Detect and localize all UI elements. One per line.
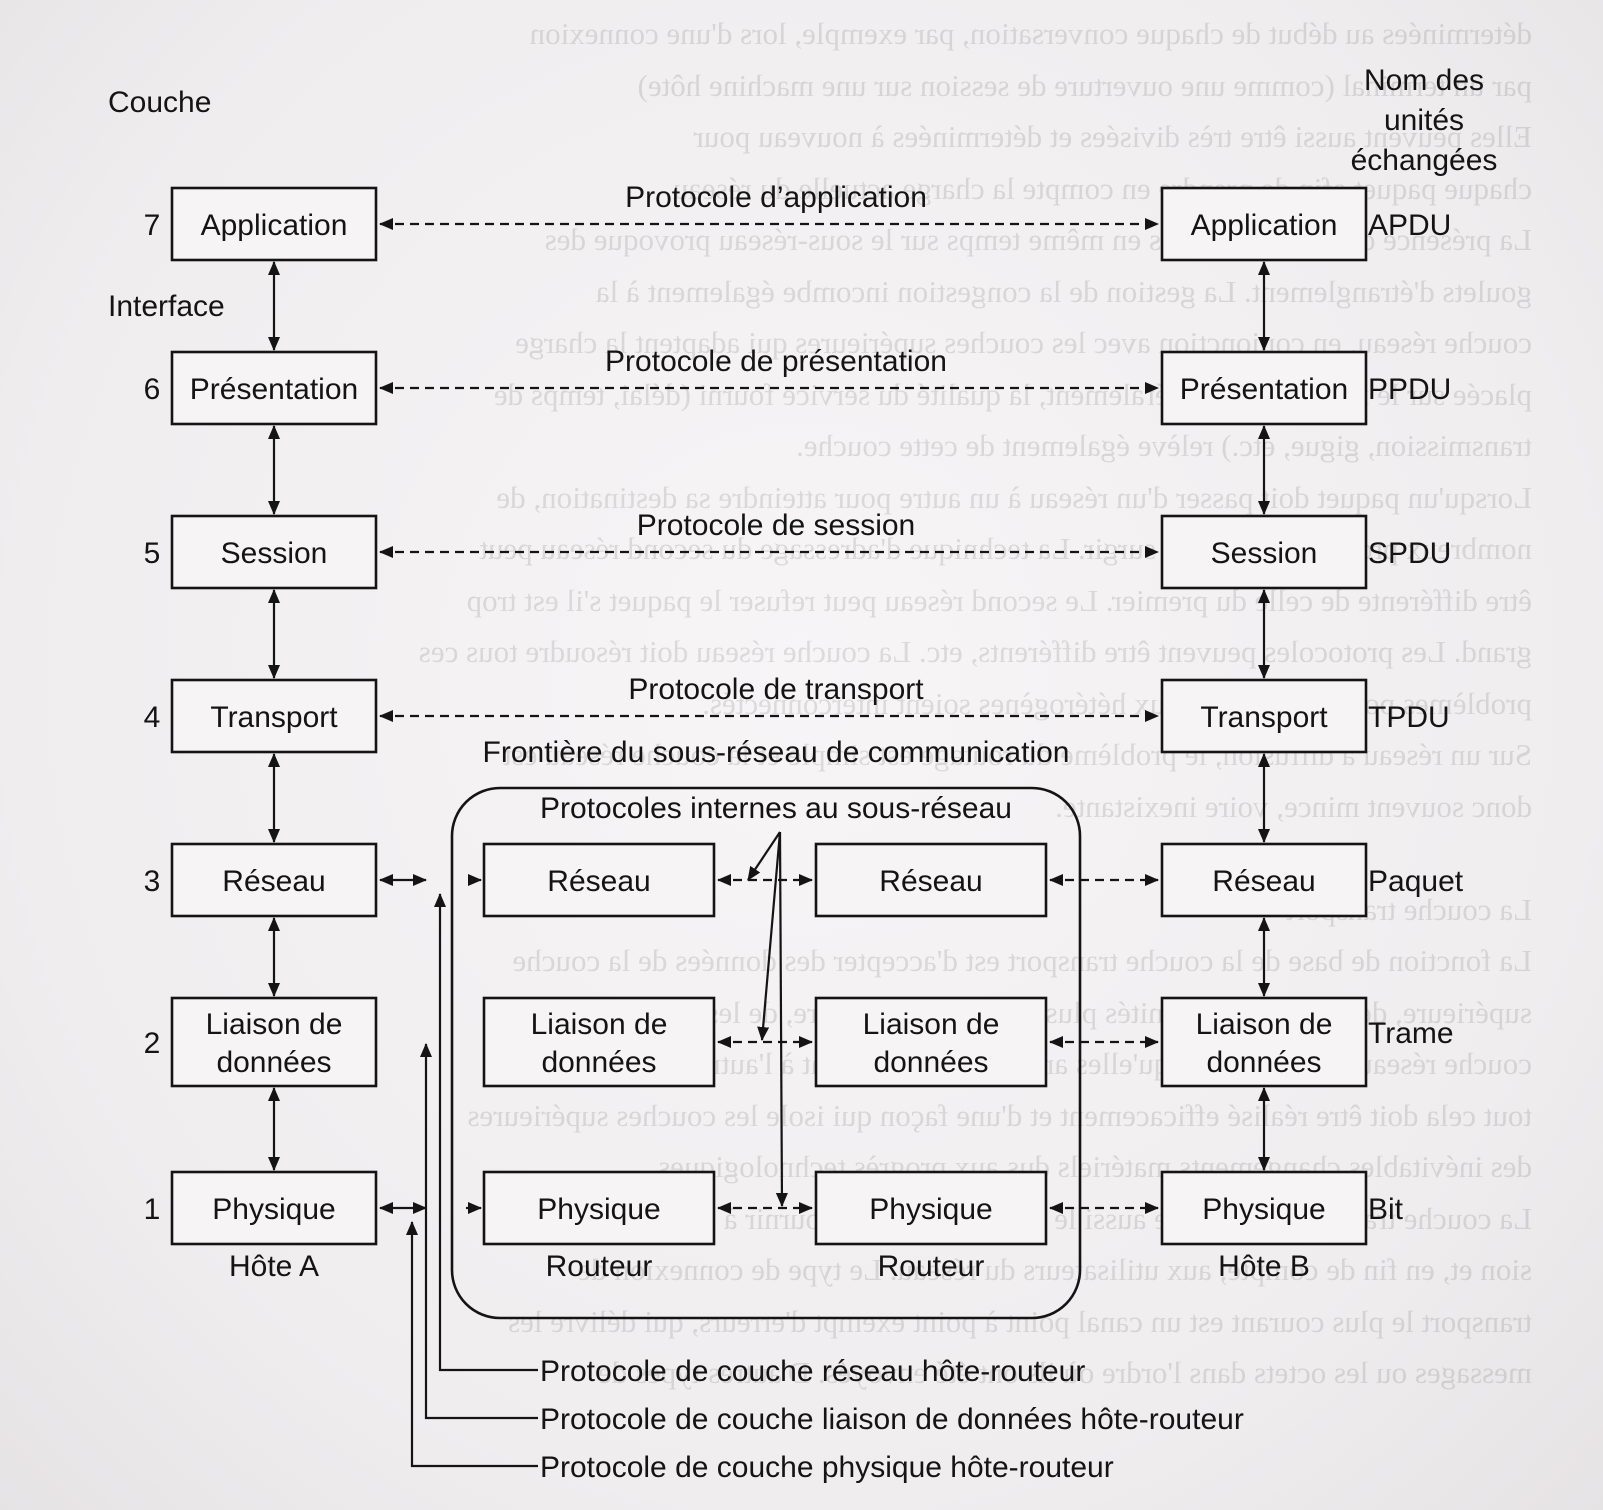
router1-box-liaison-de-donnees	[482, 996, 716, 1088]
host-b-box-liaison-de-donnees	[1160, 996, 1368, 1088]
pdu-label-spdu: SPDU	[1368, 537, 1451, 570]
host-b-box-presentation	[1160, 350, 1368, 426]
host-a-box-reseau-label: Réseau	[222, 865, 325, 898]
host-router-protocol-label-2: Protocole de couche liaison de données h…	[540, 1403, 1244, 1436]
host-b-box-reseau-label: Réseau	[1212, 865, 1315, 898]
host-a-box-application-label: Application	[201, 209, 348, 242]
peer-protocol-label-application: Protocole d’application	[625, 181, 927, 214]
router2-caption: Routeur	[878, 1250, 985, 1283]
peer-protocol-label-presentation: Protocole de présentation	[605, 345, 947, 378]
host-b-box-physique-label: Physique	[1202, 1193, 1325, 1226]
host-a-box-physique	[170, 1170, 378, 1246]
host-a-box-application	[170, 186, 378, 262]
router2-box-reseau	[814, 842, 1048, 918]
host-a-box-session	[170, 514, 378, 590]
host-a-box-liaison-de-donnees	[170, 996, 378, 1088]
host-router-leader-2	[420, 1043, 538, 1420]
pdu-label-apdu: APDU	[1368, 209, 1451, 242]
host-b-box-session	[1160, 514, 1368, 590]
router2-box-liaison-de-donnees-label-line2: données	[873, 1046, 988, 1079]
header-units-line1: Nom des	[1364, 64, 1484, 97]
pdu-label-ppdu: PPDU	[1368, 373, 1451, 406]
host-a-box-session-label: Session	[221, 537, 328, 570]
host-a-box-transport-label: Transport	[210, 701, 338, 734]
layer-number-7: 7	[144, 209, 161, 242]
internal-protocols-label: Protocoles internes au sous-réseau	[540, 792, 1012, 825]
host-a-box-presentation	[170, 350, 378, 426]
host-a-box-physique-label: Physique	[212, 1193, 335, 1226]
layer-number-1: 1	[144, 1193, 161, 1226]
host-b-box-application-label: Application	[1191, 209, 1338, 242]
pdu-label-bit: Bit	[1368, 1193, 1404, 1226]
host-b-box-transport	[1160, 678, 1368, 754]
router2-box-liaison-de-donnees-label-line1: Liaison de	[863, 1008, 1000, 1041]
host-b-box-session-label: Session	[1211, 537, 1318, 570]
host-router-leader-1	[434, 893, 538, 1372]
host-b-box-reseau	[1160, 842, 1368, 918]
header-units-line3: échangées	[1351, 144, 1498, 177]
peer-protocol-label-session: Protocole de session	[637, 509, 916, 542]
router1-box-reseau	[482, 842, 716, 918]
layer-number-6: 6	[144, 373, 161, 406]
pdu-label-trame: Trame	[1368, 1017, 1454, 1050]
header-layer: Couche	[108, 86, 211, 119]
pdu-label-paquet: Paquet	[1368, 865, 1464, 898]
router2-box-reseau-label: Réseau	[879, 865, 982, 898]
host-b-box-application	[1160, 186, 1368, 262]
internal-arrow-physical	[775, 831, 788, 1207]
router2-box-physique	[814, 1170, 1048, 1246]
host-b-box-physique	[1160, 1170, 1368, 1246]
router2-box-liaison-de-donnees	[814, 996, 1048, 1088]
host-router-leader-3	[406, 1221, 538, 1468]
internal-arrow-network	[747, 831, 781, 881]
header-units-line2: unités	[1384, 104, 1464, 137]
host-b-box-transport-label: Transport	[1200, 701, 1328, 734]
host-b-caption: Hôte B	[1218, 1250, 1310, 1283]
host-b-box-liaison-de-donnees-label-line2: données	[1206, 1046, 1321, 1079]
host-router-protocol-label-1: Protocole de couche réseau hôte-routeur	[540, 1355, 1085, 1388]
router1-box-physique-label: Physique	[537, 1193, 660, 1226]
host-a-box-liaison-de-donnees-label-line2: données	[216, 1046, 331, 1079]
subnet-boundary	[450, 786, 1082, 1320]
router1-box-physique	[482, 1170, 716, 1246]
router1-box-reseau-label: Réseau	[547, 865, 650, 898]
peer-protocol-label-transport: Protocole de transport	[628, 673, 924, 706]
host-b-box-presentation-label: Présentation	[1180, 373, 1348, 406]
host-a-box-presentation-label: Présentation	[190, 373, 358, 406]
layer-number-3: 3	[144, 865, 161, 898]
host-a-box-transport	[170, 678, 378, 754]
layer-number-5: 5	[144, 537, 161, 570]
layer-number-4: 4	[144, 701, 161, 734]
host-router-protocol-label-3: Protocole de couche physique hôte-routeu…	[540, 1451, 1114, 1484]
interface-label: Interface	[108, 290, 225, 323]
host-a-box-reseau	[170, 842, 378, 918]
host-a-box-liaison-de-donnees-label-line1: Liaison de	[206, 1008, 343, 1041]
internal-arrow-datalink	[757, 831, 782, 1041]
host-b-box-liaison-de-donnees-label-line1: Liaison de	[1196, 1008, 1333, 1041]
layer-number-2: 2	[144, 1027, 161, 1060]
router1-box-liaison-de-donnees-label-line2: données	[541, 1046, 656, 1079]
pdu-label-tpdu: TPDU	[1368, 701, 1450, 734]
host-a-caption: Hôte A	[229, 1250, 319, 1283]
router2-box-physique-label: Physique	[869, 1193, 992, 1226]
router1-box-liaison-de-donnees-label-line1: Liaison de	[531, 1008, 668, 1041]
subnet-boundary-label: Frontière du sous-réseau de communicatio…	[483, 736, 1070, 769]
router1-caption: Routeur	[546, 1250, 653, 1283]
